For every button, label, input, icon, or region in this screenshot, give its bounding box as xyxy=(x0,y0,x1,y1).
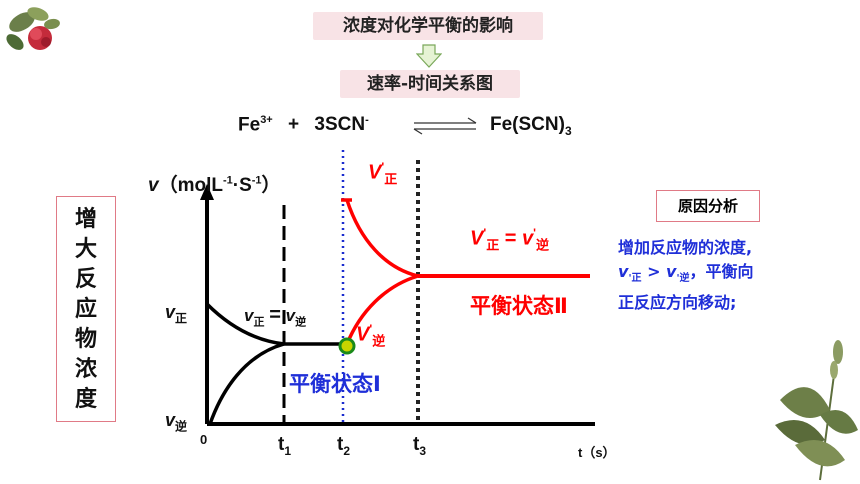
v-prime-forward-label: V'正 xyxy=(368,160,398,187)
side-label-char: 增 xyxy=(74,207,97,232)
v-prime-reverse-label: V'逆 xyxy=(356,322,386,349)
equilibrium2-label: 平衡状态Ⅱ xyxy=(470,295,568,318)
leaf-decoration-icon xyxy=(775,340,858,481)
y-axis-label: v（molL-1·S-1） xyxy=(148,174,281,196)
t3-label: t3 xyxy=(413,434,427,458)
origin-label: 0 xyxy=(200,432,208,447)
side-label-char: 反 xyxy=(74,267,97,292)
equilibrium1-label: 平衡状态Ⅰ xyxy=(289,373,381,396)
reverse-rate-curve xyxy=(208,342,285,425)
t1-label: t1 xyxy=(278,434,292,458)
forward-prime-curve xyxy=(345,199,419,278)
equation-product: Fe(SCN)3 xyxy=(490,114,572,138)
page-subtitle: 速率-时间关系图 xyxy=(340,70,520,98)
reason-analysis-box: 原因分析 xyxy=(656,190,760,222)
v-forward-label: v正 xyxy=(165,302,188,326)
equal-prime-label: V'正 = v'逆 xyxy=(470,226,550,253)
chemical-equation: Fe3+ + 3SCN- xyxy=(238,114,369,136)
page-title: 浓度对化学平衡的影响 xyxy=(313,12,543,40)
side-label-char: 浓 xyxy=(74,357,97,382)
x-axis-label: t（s） xyxy=(578,445,616,460)
side-label-char: 度 xyxy=(74,387,97,412)
side-label-box: 增 大 反 应 物 浓 度 xyxy=(56,196,116,422)
reason-line-1: 增加反应物的浓度, xyxy=(618,238,753,257)
reverse-prime-curve xyxy=(345,274,419,345)
disturbance-point-marker xyxy=(338,337,356,355)
equal-rate-label: v正 = v逆 xyxy=(244,304,307,329)
side-label-char: 大 xyxy=(74,237,97,262)
reason-line-2: v'正 > v'逆，平衡向 xyxy=(618,262,754,285)
t2-label: t2 xyxy=(337,434,351,458)
equilibrium-arrow-icon xyxy=(413,117,477,135)
reason-line-3: 正反应方向移动; xyxy=(618,293,737,313)
down-arrow-icon xyxy=(416,44,442,68)
side-label-char: 物 xyxy=(74,327,97,352)
reason-text: 增加反应物的浓度, v'正 > v'逆，平衡向 正反应方向移动; xyxy=(618,236,798,315)
y-axis-arrow-icon xyxy=(200,184,214,200)
v-reverse-label: v逆 xyxy=(165,410,188,434)
flower-decoration-icon xyxy=(6,7,60,50)
side-label-char: 应 xyxy=(74,297,97,322)
